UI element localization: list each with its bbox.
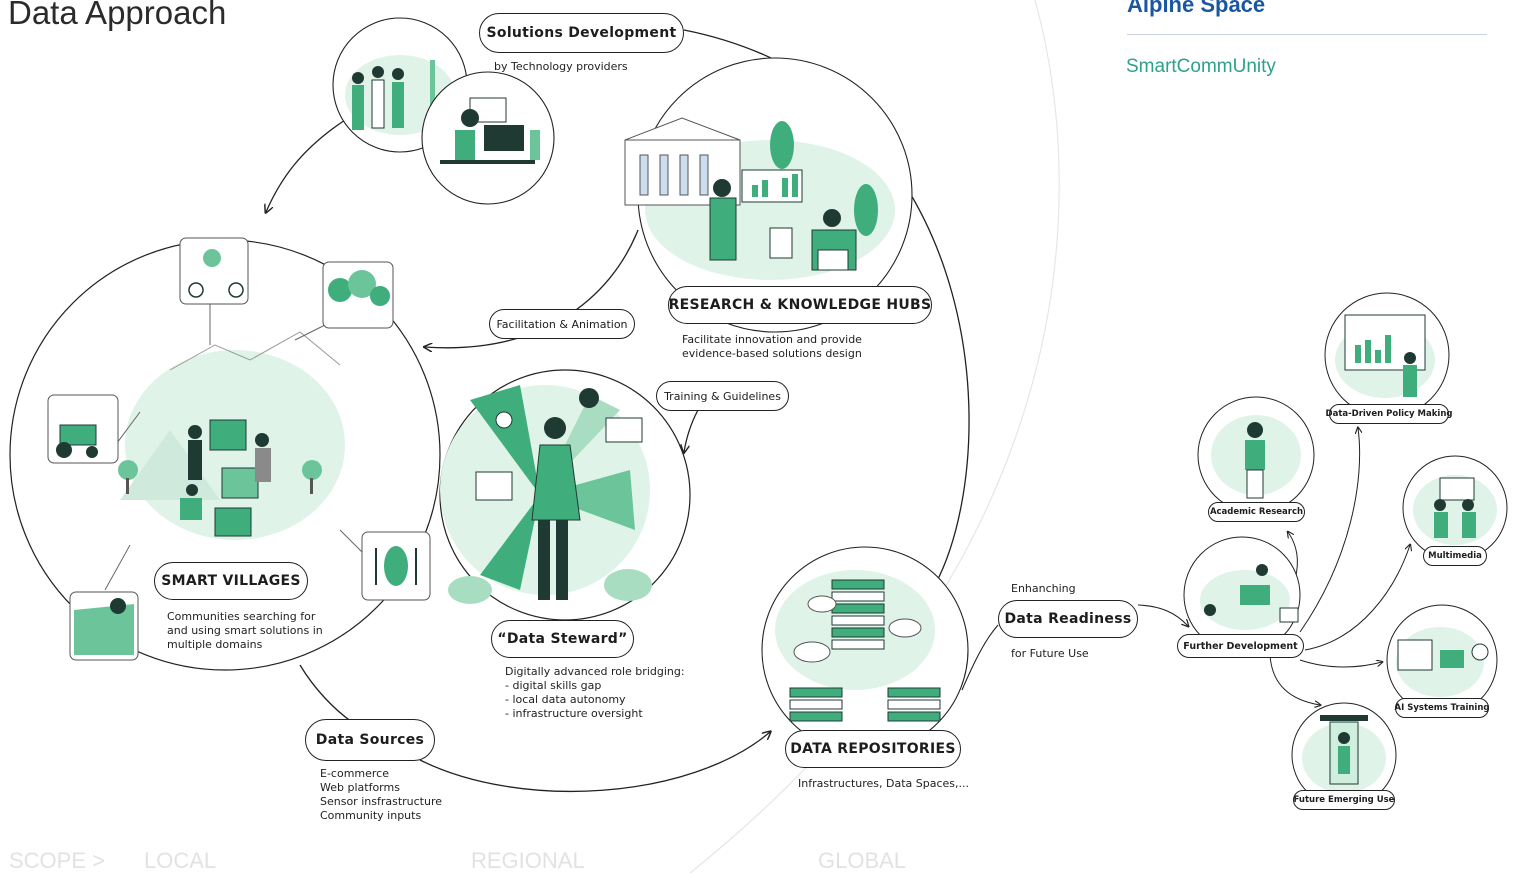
data-steward-label: “Data Steward” [491,620,634,658]
academic-research-illustration [1197,396,1315,514]
arrow-to-multimedia [1304,545,1410,651]
data-sources-label: Data Sources [305,719,435,761]
arrow-to-ai [1299,659,1382,668]
smart-villages-description: Communities searching for and using smar… [167,610,323,651]
data-repositories-illustration [761,546,969,754]
program-name: SmartCommUnity [1126,56,1276,77]
data-steward-illustration [440,385,652,604]
arrow-villages-to-sources [299,664,353,723]
brand-logo-text: Alpine Space [1127,0,1266,17]
arrow-hubs-to-repositories [904,184,970,586]
facilitation-label: Facilitation & Animation [489,309,635,339]
data-sources-description: E-commerce Web platforms Sensor insfrast… [320,767,443,822]
further-development-illustration [1183,536,1301,654]
data-readiness-below: for Future Use [1011,647,1089,660]
ai-training-illustration [1386,604,1498,716]
solutions-development-illustration [332,17,555,205]
scope-label: SCOPE > [9,848,105,873]
research-hubs-illustration [624,57,913,333]
policy-making-label: Data-Driven Policy Making [1326,404,1452,424]
bike-tile [179,237,249,305]
arrow-repositories-to-readiness [961,624,999,691]
arrow-readiness-to-further [1137,604,1188,626]
data-repositories-description: Infrastructures, Data Spaces,... [798,777,969,790]
research-hubs-label: RESEARCH & KNOWLEDGE HUBS [668,286,932,324]
further-development-label: Further Development [1177,634,1304,658]
smart-villages-illustration [104,302,366,591]
scope-local: LOCAL [144,848,217,873]
multimedia-illustration [1402,455,1508,561]
multimedia-label: Multimedia [1423,546,1487,566]
data-readiness-above: Enhanching [1011,582,1076,595]
future-use-illustration [1291,702,1397,808]
training-label: Training & Guidelines [656,381,789,411]
arrow-to-future [1269,654,1320,705]
solutions-development-subtitle: by Technology providers [494,60,628,73]
research-hubs-description: Facilitate innovation and provide eviden… [682,333,862,360]
ai-training-label: AI Systems Training [1395,698,1489,718]
arrow-to-policy [1299,428,1360,633]
brand-divider [1127,34,1487,35]
food-tile [361,531,431,601]
data-readiness-label: Data Readiness [998,600,1138,638]
arrow-sources-to-repositories [419,732,770,792]
data-steward-description: Digitally advanced role bridging: - digi… [505,665,685,720]
academic-research-label: Academic Research [1208,502,1305,522]
data-repositories-label: DATA REPOSITORIES [785,730,961,768]
page-title: Data Approach [8,0,227,31]
scope-global: GLOBAL [818,848,907,873]
map-tile [69,591,139,661]
forest-tile [322,261,394,329]
policy-making-illustration [1324,292,1450,418]
scope-regional: REGIONAL [471,848,585,873]
arrow-solutions-to-villages [266,119,346,212]
smart-villages-label: SMART VILLAGES [154,562,308,600]
future-use-label: Future Emerging Use [1293,790,1395,810]
tractor-tile [47,394,119,464]
arrow-training [684,409,699,452]
solutions-development-label: Solutions Development [479,13,684,53]
